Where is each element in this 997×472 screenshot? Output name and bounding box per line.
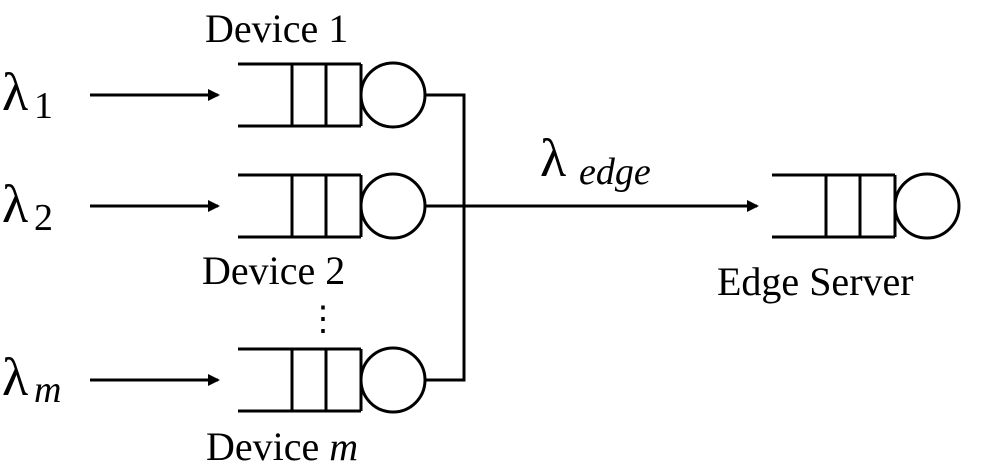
edge-rate-subscript: edge bbox=[579, 151, 651, 193]
device-2-rate-subscript: 2 bbox=[34, 197, 53, 239]
edge-server-queue bbox=[772, 172, 961, 240]
device-1-rate-symbol: λ bbox=[2, 62, 28, 122]
device-m-output-line bbox=[425, 206, 466, 382]
device-m-label-var: m bbox=[329, 424, 358, 469]
edge-rate-symbol: λ bbox=[540, 128, 566, 188]
device-2-queue bbox=[238, 172, 427, 240]
device-m-queue bbox=[238, 346, 427, 414]
device-1-output-line bbox=[425, 93, 466, 206]
device-1-rate-subscript: 1 bbox=[34, 85, 53, 127]
ellipsis: ⋮ bbox=[306, 301, 340, 338]
device-m-rate-subscript: m bbox=[34, 369, 61, 411]
device-2-rate-symbol: λ bbox=[2, 174, 28, 234]
device-2-label: Device 2 bbox=[202, 248, 345, 293]
device-2-server-circle bbox=[359, 172, 427, 240]
edge-server-label: Edge Server bbox=[717, 259, 914, 304]
device-m-server-circle bbox=[359, 346, 427, 414]
device-1-server-circle bbox=[359, 61, 427, 129]
device-m-label-prefix: Device bbox=[206, 424, 319, 469]
edge-rate: λ edge bbox=[540, 128, 651, 193]
device-1-label: Device 1 bbox=[205, 6, 348, 51]
device-m-rate: λ m bbox=[2, 347, 61, 411]
device-1-queue bbox=[238, 61, 427, 129]
edge-server-circle bbox=[893, 172, 961, 240]
device-m-rate-symbol: λ bbox=[2, 347, 28, 407]
device-1-rate: λ 1 bbox=[2, 62, 53, 127]
device-2-rate: λ 2 bbox=[2, 174, 53, 239]
